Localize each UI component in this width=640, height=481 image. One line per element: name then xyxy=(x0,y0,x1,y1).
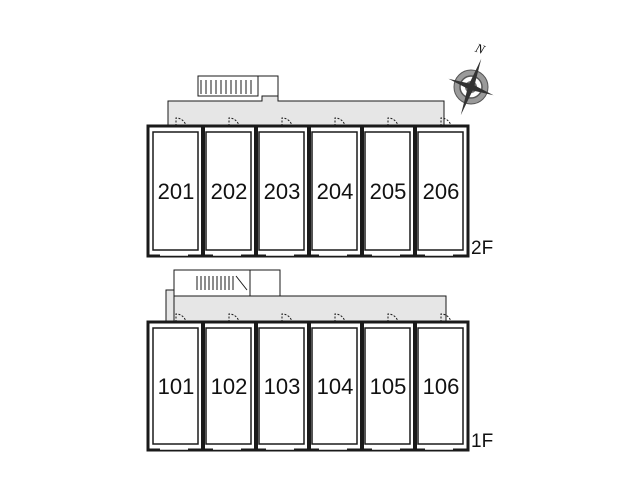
door-swing-icon xyxy=(228,313,240,323)
door-swing-icon xyxy=(175,313,187,323)
unit-number: 201 xyxy=(158,179,195,204)
compass-rose-icon: N xyxy=(448,40,494,116)
unit-number: 106 xyxy=(423,374,460,399)
unit-201: 201 xyxy=(152,117,199,256)
unit-number: 203 xyxy=(264,179,301,204)
door-swing-icon xyxy=(387,313,399,323)
unit-number: 103 xyxy=(264,374,301,399)
unit-101: 101 xyxy=(152,313,199,450)
unit-number: 105 xyxy=(370,374,407,399)
unit-206: 206 xyxy=(413,117,464,256)
unit-103: 103 xyxy=(254,313,305,450)
unit-number: 204 xyxy=(317,179,354,204)
unit-row-1f: 101 102 103 104 105 106 xyxy=(146,313,470,452)
unit-205: 205 xyxy=(360,117,411,256)
door-swing-icon xyxy=(175,117,187,127)
unit-204: 204 xyxy=(307,117,358,256)
compass-north-label: N xyxy=(473,40,488,58)
door-swing-icon xyxy=(334,313,346,323)
unit-104: 104 xyxy=(307,313,358,450)
unit-number: 202 xyxy=(211,179,248,204)
unit-203: 203 xyxy=(254,117,305,256)
unit-number: 206 xyxy=(423,179,460,204)
corridor xyxy=(165,295,447,323)
unit-number: 102 xyxy=(211,374,248,399)
unit-number: 101 xyxy=(158,374,195,399)
floor-label-1f: 1F xyxy=(471,431,493,452)
unit-106: 106 xyxy=(413,313,464,450)
door-swing-icon xyxy=(440,117,452,127)
door-swing-icon xyxy=(440,313,452,323)
floor-2f: 201 202 203 204 205 206 2F xyxy=(146,75,493,259)
corridor xyxy=(167,95,445,127)
door-swing-icon xyxy=(334,117,346,127)
unit-row-2f: 201 202 203 204 205 206 xyxy=(146,117,470,258)
unit-105: 105 xyxy=(360,313,411,450)
staircase xyxy=(197,75,279,101)
floor-label-2f: 2F xyxy=(471,238,493,259)
staircase xyxy=(173,269,281,297)
unit-number: 104 xyxy=(317,374,354,399)
unit-202: 202 xyxy=(201,117,252,256)
unit-number: 205 xyxy=(370,179,407,204)
unit-102: 102 xyxy=(201,313,252,450)
door-swing-icon xyxy=(281,117,293,127)
door-swing-icon xyxy=(281,313,293,323)
door-swing-icon xyxy=(387,117,399,127)
door-swing-icon xyxy=(228,117,240,127)
floor-1f: 101 102 103 104 105 106 1F xyxy=(146,269,493,452)
